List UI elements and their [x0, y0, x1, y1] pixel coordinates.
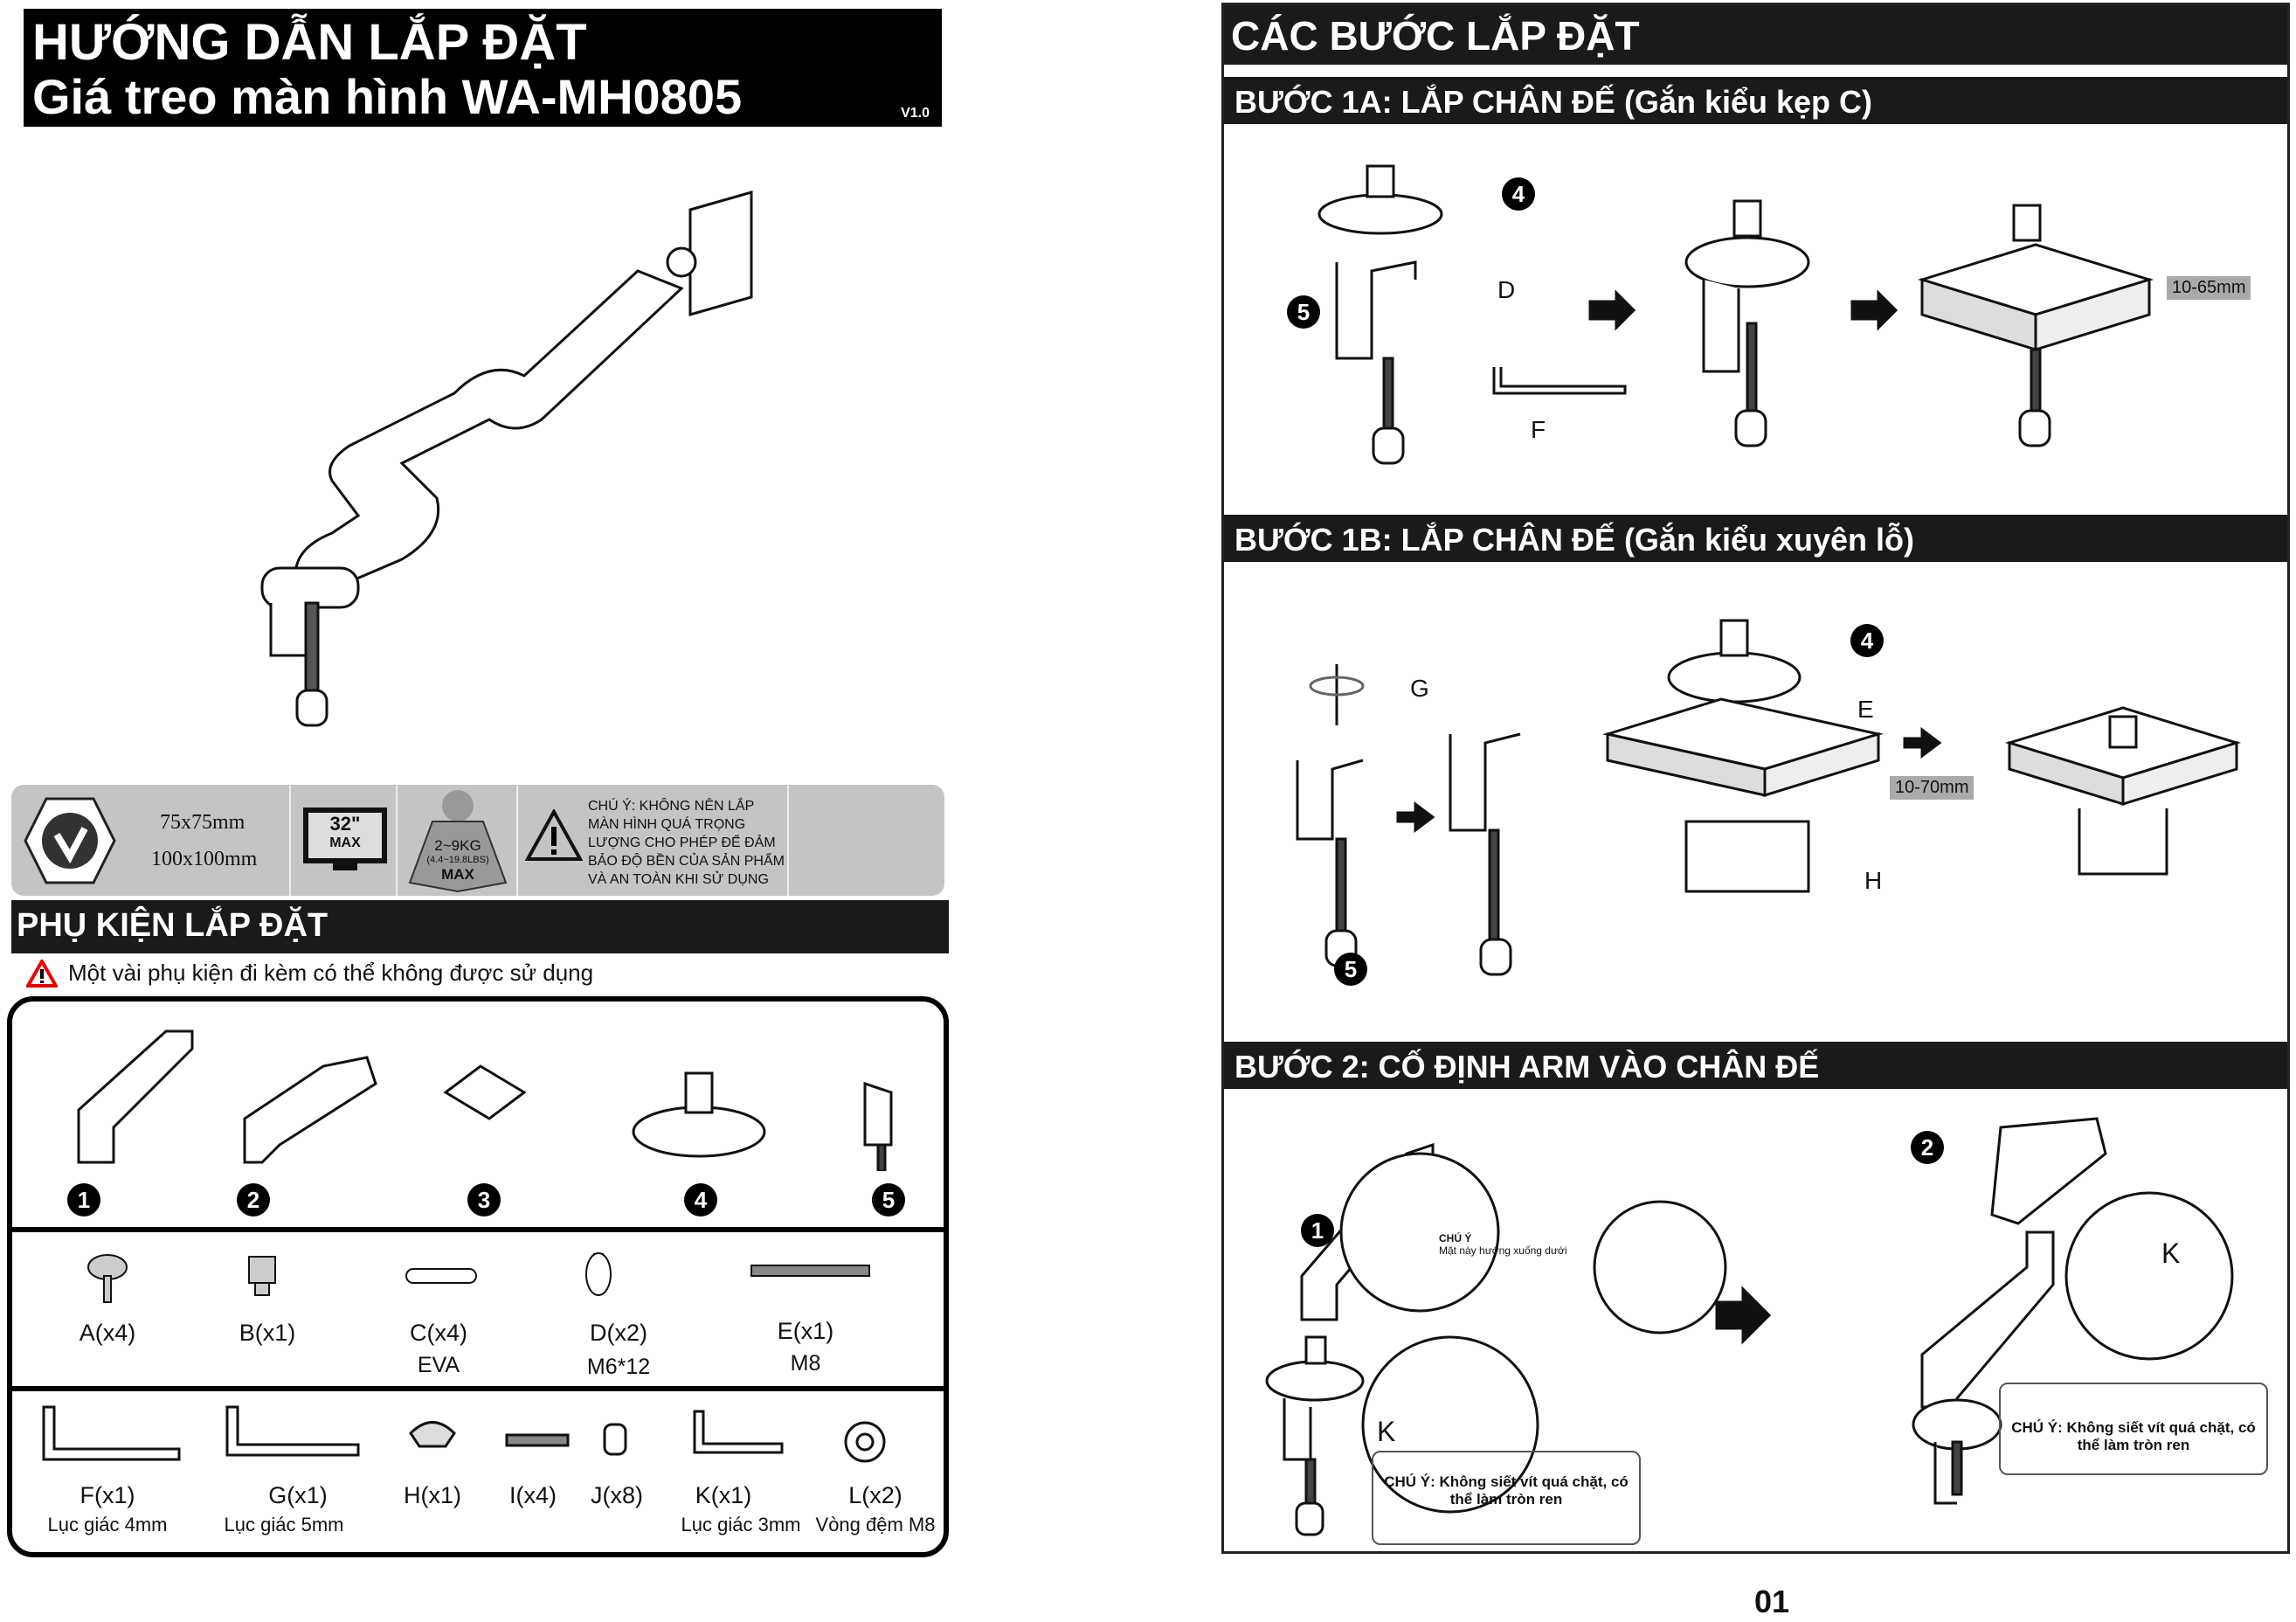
caution-note-left: CHÚ Ý: Không siết vít quá chặt, có thể l…: [1372, 1451, 1641, 1545]
part-number-2: 2: [237, 1183, 270, 1216]
weight-max: MAX: [441, 866, 474, 883]
step-2-part-1: 1: [1301, 1214, 1334, 1247]
specifications-bar: 75x75mm 100x100mm 32" MAX 2~9KG (4.4~19.…: [11, 785, 944, 896]
step-1a-label-d: D: [1497, 276, 1516, 303]
weight-range-lbs: (4.4~19.8LBS): [426, 855, 489, 865]
step-2-header: BƯỚC 2: CỐ ĐỊNH ARM VÀO CHÂN ĐẾ: [1224, 1042, 2287, 1089]
screen-max: MAX: [329, 835, 361, 850]
caution-note-right: CHÚ Ý: Không siết vít quá chặt, có thể l…: [1999, 1383, 2268, 1475]
part-sub-g: Lục giác 5mm: [224, 1514, 344, 1535]
monitor-icon: 32" MAX: [303, 808, 387, 863]
monitor-arm-illustration: [260, 191, 753, 727]
part-sub-k: Lục giác 3mm: [681, 1514, 801, 1535]
parts-illustrations: [77, 1029, 893, 1171]
step-1b-label-e: E: [1857, 696, 1874, 723]
part-label-i: I(x4): [509, 1482, 557, 1508]
weight-icon: [408, 790, 508, 893]
step-1b-header: BƯỚC 1B: LẮP CHÂN ĐẾ (Gắn kiểu xuyên lỗ): [1224, 515, 2287, 562]
weight-warning: CHÚ Ý: KHÔNG NÊN LẮP MÀN HÌNH QUÁ TRỌNG …: [518, 785, 789, 896]
part-sub-l: Vòng đệm M8: [815, 1514, 936, 1535]
step-1a-range: 10-65mm: [2167, 276, 2251, 300]
part-label-f: F(x1): [80, 1482, 135, 1508]
part-sub-f: Lục giác 4mm: [47, 1514, 168, 1535]
step-2-label-k-right: K: [2161, 1237, 2181, 1269]
steps-title: CÁC BƯỚC LẮP ĐẶT: [1224, 5, 2287, 65]
part-number-4: 4: [684, 1183, 717, 1216]
step-1b-part-5: 5: [1334, 953, 1367, 986]
screen-size-spec: 32" MAX: [291, 785, 398, 896]
part-label-g: G(x1): [268, 1482, 328, 1508]
vesa-compliant-icon: [24, 797, 116, 884]
part-sub-d: M6*12: [586, 1355, 651, 1379]
warning-icon: [525, 809, 583, 861]
part-label-e: E(x1): [777, 1318, 834, 1344]
divider: [7, 1227, 949, 1232]
hardware-illustrations: [87, 1252, 870, 1303]
weight-spec: 2~9KG (4.4~19.8LBS) MAX: [398, 785, 518, 896]
part-label-k: K(x1): [695, 1482, 752, 1508]
version-label: V1.0: [901, 106, 930, 121]
step-1a-part-4: 4: [1502, 177, 1535, 211]
step-2-part-2: 2: [1911, 1131, 1944, 1164]
step-2-note-text: Mặt này hướng xuống dưới: [1439, 1244, 1567, 1257]
page-number: 01: [1754, 1584, 1790, 1619]
part-sub-e: M8: [790, 1351, 821, 1376]
accessories-header: PHỤ KIỆN LẮP ĐẶT: [11, 900, 949, 953]
step-2-label-k-left: K: [1377, 1416, 1396, 1447]
accessories-box: [7, 996, 949, 1557]
step-2-note-title: CHÚ Ý: [1439, 1232, 1472, 1244]
part-number-5: 5: [872, 1183, 905, 1216]
step-1a-part-5: 5: [1287, 295, 1320, 329]
part-label-b: B(x1): [239, 1320, 296, 1346]
step-1b-part-4: 4: [1850, 624, 1884, 657]
part-label-j: J(x8): [591, 1482, 643, 1508]
part-sub-c: EVA: [417, 1353, 460, 1377]
step-2-illustration: [1265, 1117, 2234, 1536]
step-1b-illustration: [1296, 619, 2242, 976]
part-number-3: 3: [467, 1183, 501, 1216]
divider: [7, 1386, 949, 1391]
step-1a-label-f: F: [1531, 416, 1546, 443]
document-title: HƯỚNG DẪN LẮP ĐẶT Giá treo màn hình WA-M…: [24, 9, 942, 127]
tool-illustrations: [42, 1405, 886, 1463]
part-label-h: H(x1): [404, 1482, 461, 1508]
vesa-size-2: 100x100mm: [151, 848, 258, 870]
part-label-d: D(x2): [590, 1320, 647, 1346]
part-label-a: A(x4): [79, 1320, 136, 1346]
title-line-1: HƯỚNG DẪN LẮP ĐẶT: [32, 14, 587, 71]
part-number-1: 1: [67, 1183, 100, 1216]
part-label-c: C(x4): [410, 1320, 467, 1346]
warning-text: CHÚ Ý: KHÔNG NÊN LẮP MÀN HÌNH QUÁ TRỌNG …: [588, 799, 785, 887]
part-label-l: L(x2): [848, 1482, 902, 1508]
vesa-spec: 75x75mm 100x100mm: [11, 785, 291, 896]
step-1b-label-h: H: [1864, 867, 1883, 894]
step-1a-illustration: [1317, 164, 2154, 465]
vesa-size-1: 75x75mm: [160, 811, 246, 834]
title-line-2: Giá treo màn hình WA-MH0805: [32, 69, 743, 124]
accessories-note: Một vài phụ kiện đi kèm có thể không đượ…: [68, 960, 594, 986]
warning-red-icon: [26, 960, 58, 988]
step-1a-header: BƯỚC 1A: LẮP CHÂN ĐẾ (Gắn kiểu kẹp C): [1224, 77, 2287, 124]
step-1b-range: 10-70mm: [1890, 776, 1974, 800]
weight-range: 2~9KG: [434, 837, 481, 854]
step-1b-label-g: G: [1410, 675, 1429, 702]
screen-size: 32": [329, 813, 361, 835]
installation-steps-panel: [1221, 3, 2290, 1554]
